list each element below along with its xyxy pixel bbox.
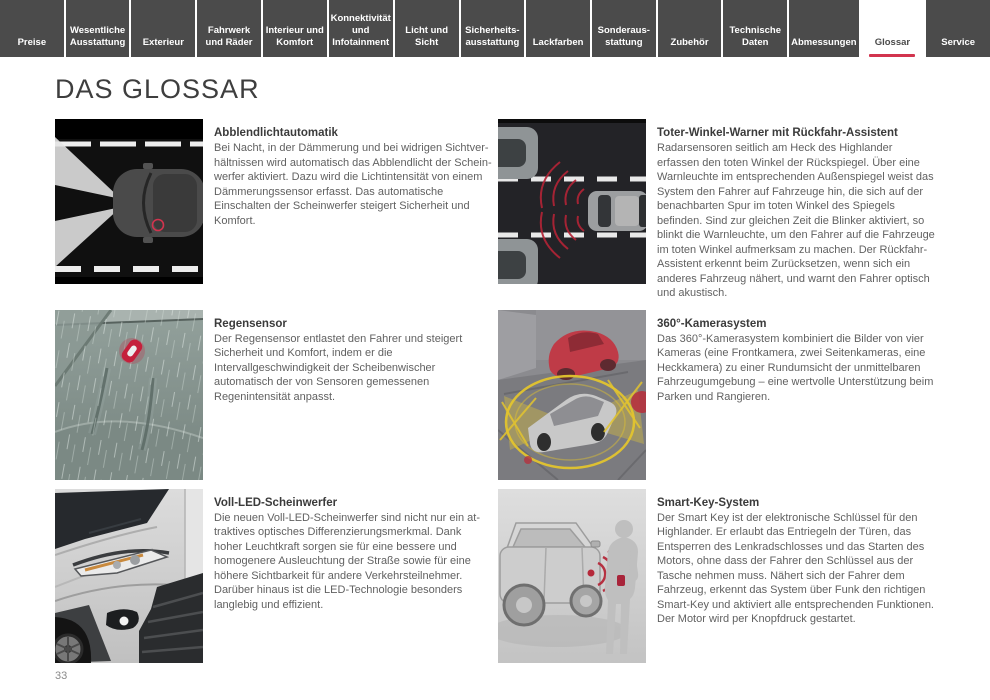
tab-label: Glossar bbox=[874, 37, 911, 49]
auto-dim-headlights-illustration bbox=[55, 119, 203, 284]
page-number: 33 bbox=[55, 670, 68, 682]
tab-label: Zubehör bbox=[670, 37, 709, 49]
entry-body: Radarsensoren seitlich am Heck des Highl… bbox=[657, 142, 935, 299]
entry-body: Der Regensensor entlastet den Fahrer und… bbox=[214, 332, 463, 403]
entry-text: Regensensor Der Regensensor entlastet de… bbox=[214, 310, 492, 480]
entry-text: Toter-Winkel-Warner mit Rückfahr-Assiste… bbox=[657, 119, 935, 301]
tab-label: Sicherheits­ausstattung bbox=[465, 25, 520, 49]
led-headlight-closeup-photo bbox=[55, 488, 203, 663]
tab-label: Exterieur bbox=[142, 37, 184, 49]
tab-label: Abmessungen bbox=[791, 37, 857, 49]
tab-service[interactable]: Service bbox=[926, 0, 990, 57]
tab-technische-daten[interactable]: Technische Daten bbox=[723, 0, 788, 57]
page-title: DAS GLOSSAR bbox=[55, 74, 260, 104]
rain-sensor-windshield-photo bbox=[55, 309, 203, 480]
glossary-entry-regensensor: Regensensor Der Regensensor entlastet de… bbox=[55, 309, 492, 480]
tab-fahrwerk-und-raeder[interactable]: Fahrwerk und Räder bbox=[197, 0, 261, 57]
tab-konnektivitaet-und-infotainment[interactable]: Konnektivität und Infotainment bbox=[328, 0, 393, 57]
tab-licht-und-sicht[interactable]: Licht und Sicht bbox=[394, 0, 459, 57]
surround-view-camera-illustration bbox=[498, 309, 646, 480]
entry-body: Bei Nacht, in der Dämmerung und bei widr… bbox=[214, 142, 492, 227]
tab-sonderausstattung[interactable]: Sonderaus­stattung bbox=[591, 0, 656, 57]
entry-title: Voll-LED-Scheinwerfer bbox=[214, 496, 338, 509]
tab-wesentliche-ausstattung[interactable]: Wesentliche Ausstattung bbox=[65, 0, 130, 57]
glossary-entry-smart-key-system: Smart-Key-System Der Smart Key ist der e… bbox=[498, 488, 935, 663]
tab-zubehoer[interactable]: Zubehör bbox=[657, 0, 722, 57]
glossary-grid: Abblendlichtautomatik Bei Nacht, in der … bbox=[55, 119, 935, 663]
tab-interieur-und-komfort[interactable]: Interieur und Komfort bbox=[262, 0, 327, 57]
tab-label: Konnektivität und Infotainment bbox=[330, 13, 391, 49]
entry-body: Das 360°-Kamerasystem kombiniert die Bil… bbox=[657, 332, 934, 403]
entry-title: Toter-Winkel-Warner mit Rückfahr-Assiste… bbox=[657, 127, 898, 139]
tab-label: Licht und Sicht bbox=[405, 25, 449, 49]
tab-label: Wesentliche Ausstattung bbox=[69, 25, 126, 49]
tab-lackfarben[interactable]: Lackfarben bbox=[526, 0, 590, 57]
entry-body: Die neuen Voll-LED-Scheinwerfer sind nic… bbox=[214, 511, 480, 611]
tab-label: Sonderaus­stattung bbox=[597, 25, 650, 49]
entry-text: 360°-Kamerasystem Das 360°-Kamerasystem … bbox=[657, 310, 935, 480]
tab-label: Technische Daten bbox=[729, 25, 782, 49]
section-tab-bar: Preise Wesentliche Ausstattung Exterieur… bbox=[0, 0, 990, 57]
entry-text: Smart-Key-System Der Smart Key ist der e… bbox=[657, 489, 935, 663]
smart-key-illustration bbox=[498, 488, 646, 663]
entry-body: Der Smart Key ist der elektronische Schl… bbox=[657, 511, 934, 626]
tab-label: Lackfarben bbox=[532, 37, 584, 49]
tab-label: Preise bbox=[17, 37, 47, 49]
entry-text: Abblendlichtautomatik Bei Nacht, in der … bbox=[214, 119, 492, 301]
active-tab-underline bbox=[869, 54, 916, 57]
tab-label: Service bbox=[941, 37, 976, 49]
tab-label: Interieur und Komfort bbox=[265, 25, 324, 49]
entry-title: Smart-Key-System bbox=[657, 496, 760, 509]
glossary-entry-voll-led-scheinwerfer: Voll-LED-Scheinwerfer Die neuen Voll-LED… bbox=[55, 488, 492, 663]
entry-title: Regensensor bbox=[214, 317, 287, 330]
blind-spot-monitor-illustration bbox=[498, 119, 646, 284]
tab-abmessungen[interactable]: Abmessungen bbox=[789, 0, 859, 57]
glossary-entry-toter-winkel-warner: Toter-Winkel-Warner mit Rückfahr-Assiste… bbox=[498, 119, 935, 301]
entry-title: 360°-Kamerasystem bbox=[657, 317, 767, 330]
entry-title: Abblendlichtautomatik bbox=[214, 127, 338, 139]
glossary-entry-abblendlichtautomatik: Abblendlichtautomatik Bei Nacht, in der … bbox=[55, 119, 492, 301]
tab-label: Fahrwerk und Räder bbox=[205, 25, 253, 49]
tab-preise[interactable]: Preise bbox=[0, 0, 64, 57]
glossary-entry-360-kamerasystem: 360°-Kamerasystem Das 360°-Kamerasystem … bbox=[498, 309, 935, 480]
entry-text: Voll-LED-Scheinwerfer Die neuen Voll-LED… bbox=[214, 489, 492, 663]
tab-exterieur[interactable]: Exterieur bbox=[131, 0, 196, 57]
tab-sicherheitsausstattung[interactable]: Sicherheits­ausstattung bbox=[460, 0, 525, 57]
tab-glossar[interactable]: Glossar bbox=[860, 0, 925, 57]
